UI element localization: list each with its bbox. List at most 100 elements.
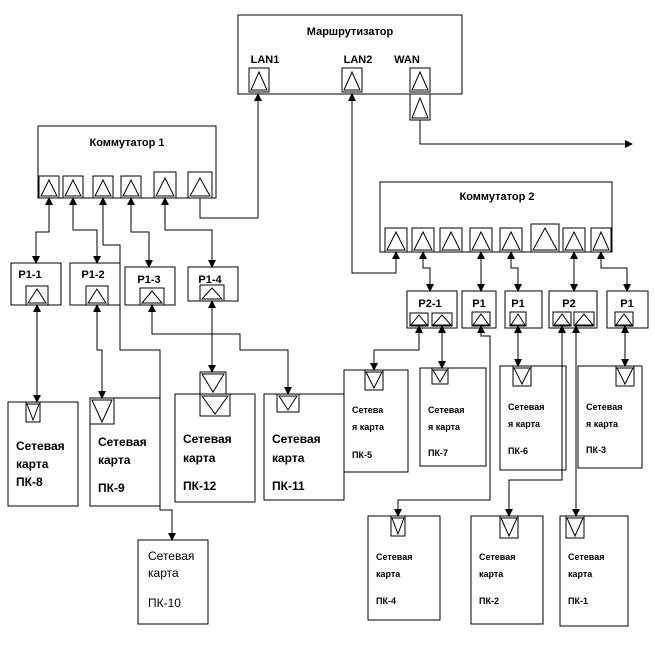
svg-text:P1-1: P1-1 (18, 269, 41, 281)
svg-text:карта: карта (272, 451, 305, 465)
wan-port-extra[interactable] (409, 93, 431, 121)
svg-text:P2-1: P2-1 (418, 298, 441, 310)
switch-1-port[interactable] (62, 175, 84, 199)
svg-text:ПК-4: ПК-4 (376, 596, 396, 606)
svg-text:ПК-8: ПК-8 (16, 475, 43, 489)
svg-text:ПК-5: ПК-5 (352, 450, 372, 460)
svg-text:Сетевая: Сетевая (16, 439, 65, 453)
socket-p1-c: P1 (606, 290, 649, 329)
cable-wan (419, 120, 633, 148)
switch-2-title: Коммутатор 2 (459, 191, 534, 203)
svg-text:я карта: я карта (508, 419, 541, 429)
switch-1-port[interactable] (153, 171, 177, 199)
socket-port[interactable] (25, 285, 49, 306)
cable-pc9 (93, 304, 106, 399)
pc-port[interactable] (89, 397, 115, 425)
socket-port[interactable] (431, 312, 453, 327)
pc-port[interactable] (364, 369, 384, 391)
pc-1-card: Сетевая карта ПК-1 (559, 515, 629, 627)
socket-p1-2: P1-2 (69, 262, 121, 306)
svg-text:P1: P1 (472, 298, 485, 310)
cable-s2-p1-b (507, 251, 522, 292)
pc-3-card: Сетевая я карта ПК-3 (577, 365, 643, 469)
pc-2-card: Сетевая карта ПК-2 (470, 515, 544, 625)
svg-text:P1: P1 (511, 298, 524, 310)
switch-2-port[interactable] (590, 227, 612, 253)
switch-2-port[interactable] (384, 227, 408, 253)
socket-port[interactable] (614, 311, 634, 327)
pc-4-card: Сетевая карта ПК-4 (367, 515, 441, 621)
switch-2-port[interactable] (562, 227, 586, 253)
svg-text:P1: P1 (620, 298, 633, 310)
svg-text:P1-2: P1-2 (81, 269, 104, 281)
socket-port[interactable] (199, 284, 225, 302)
svg-text:Сетевая: Сетевая (428, 405, 464, 415)
switch-2-port[interactable] (530, 223, 560, 253)
socket-p2: P2 (548, 290, 598, 329)
lan2-label: LAN2 (344, 54, 373, 66)
svg-text:Сетевая: Сетевая (586, 402, 622, 412)
pc-5-card: Сетева я карта ПК-5 (343, 369, 409, 473)
socket-p1-a: P1 (461, 290, 497, 329)
switch-1-port[interactable] (120, 175, 142, 199)
socket-port[interactable] (139, 287, 165, 306)
pc-port[interactable] (25, 401, 41, 423)
router: Маршрутизатор LAN1 LAN2 WAN (237, 14, 463, 121)
svg-text:Сетевая: Сетевая (98, 435, 147, 449)
svg-text:Сетевая: Сетевая (479, 552, 515, 562)
svg-text:P1-4: P1-4 (198, 274, 222, 286)
pc-port[interactable] (615, 365, 635, 387)
socket-port[interactable] (552, 311, 572, 327)
pc-port[interactable] (199, 371, 227, 395)
svg-text:Сетевая: Сетевая (508, 402, 544, 412)
switch-2-port[interactable] (499, 227, 523, 253)
pc-port[interactable] (199, 393, 231, 417)
svg-text:Сетевая: Сетевая (272, 432, 321, 446)
socket-p1-1: P1-1 (10, 262, 62, 306)
socket-p1-4: P1-4 (187, 266, 239, 302)
switch-2-port[interactable] (469, 227, 493, 253)
pc-port[interactable] (565, 515, 585, 539)
lan1-port[interactable] (248, 67, 270, 93)
svg-text:карта: карта (183, 451, 216, 465)
cable-pc4 (394, 325, 491, 517)
socket-port[interactable] (509, 311, 527, 327)
svg-text:ПК-7: ПК-7 (428, 448, 448, 458)
svg-text:Сетева: Сетева (352, 405, 384, 415)
socket-p1-b: P1 (504, 290, 543, 329)
cables (32, 93, 633, 541)
svg-text:Сетевая: Сетевая (148, 549, 194, 563)
svg-text:Сетевая: Сетевая (183, 432, 232, 446)
switch-1-port[interactable] (38, 175, 60, 199)
socket-port[interactable] (409, 312, 429, 327)
pc-12-card: Сетевая карта ПК-12 (174, 371, 256, 503)
switch-2-port[interactable] (411, 227, 435, 253)
socket-port[interactable] (471, 311, 491, 327)
cable-pc2 (505, 325, 566, 517)
lan2-port[interactable] (341, 67, 363, 93)
cable-s1-p1-1 (32, 197, 53, 264)
wan-port[interactable] (409, 67, 431, 93)
pc-port[interactable] (390, 515, 406, 537)
pc-port[interactable] (431, 367, 449, 385)
switch-2: Коммутатор 2 (379, 181, 613, 253)
pc-port[interactable] (276, 393, 300, 413)
svg-text:карта: карта (568, 569, 593, 579)
pc-8-card: Сетевая карта ПК-8 (7, 401, 79, 507)
svg-text:ПК-6: ПК-6 (508, 446, 528, 456)
pc-6-card: Сетевая я карта ПК-6 (499, 365, 567, 471)
switch-1-port[interactable] (187, 171, 213, 199)
cable-s1-p1-4 (161, 197, 216, 268)
svg-text:карта: карта (479, 569, 504, 579)
socket-port[interactable] (573, 311, 595, 327)
pc-port[interactable] (499, 515, 519, 539)
pc-7-card: Сетевая я карта ПК-7 (419, 367, 487, 467)
svg-text:ПК-10: ПК-10 (148, 596, 181, 610)
switch-1-port[interactable] (92, 175, 114, 199)
pc-port[interactable] (512, 365, 532, 387)
cable-s1-p1-3 (127, 197, 153, 268)
router-title: Маршрутизатор (307, 26, 394, 38)
switch-2-port[interactable] (439, 227, 463, 253)
socket-port[interactable] (85, 285, 109, 306)
cable-s2-p1-c (597, 251, 631, 292)
